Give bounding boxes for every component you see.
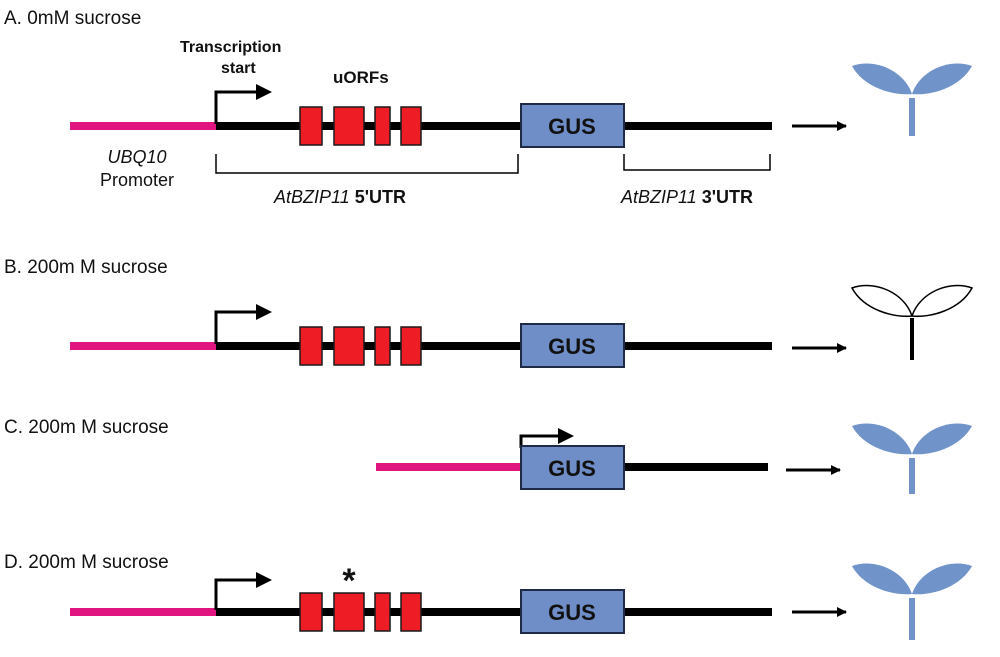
uorf-2-mutated: [333, 592, 365, 632]
transcription-start-arrowhead: [558, 428, 574, 444]
uorf-3: [374, 592, 391, 632]
panel-c-label: C. 200m M sucrose: [4, 417, 169, 438]
panel-d: D. 200m M sucrose * GUS: [4, 552, 972, 640]
uorf-3: [374, 106, 391, 146]
utr5-suffix: 5'UTR: [350, 187, 406, 207]
gus-box: [520, 103, 625, 148]
seedling-filled-icon: [852, 63, 972, 136]
transcription-start-label-line2: start: [221, 60, 256, 77]
transcription-start-label-line1: Transcription: [180, 39, 281, 56]
uorf-1: [299, 326, 323, 366]
panel-b-label: B. 200m M sucrose: [4, 257, 168, 278]
seedling-filled-icon: [852, 423, 972, 494]
panel-a-label: A. 0mM sucrose: [4, 8, 141, 29]
uorf-1: [299, 106, 323, 146]
panel-a: A. 0mM sucrose Transcription start uORFs…: [4, 8, 972, 207]
transcription-start-arrow: [214, 90, 258, 124]
seedling-filled-icon: [852, 563, 972, 640]
uorf-1: [299, 592, 323, 632]
gus-label: GUS: [548, 334, 596, 359]
utr5-bracket: [215, 154, 519, 174]
utr5-gene: AtBZIP11: [273, 187, 350, 207]
mutation-asterisk: *: [342, 562, 356, 600]
utr3-suffix: 3'UTR: [697, 187, 753, 207]
panel-b: B. 200m M sucrose GUS: [4, 257, 974, 368]
uorfs-label: uORFs: [333, 68, 389, 87]
uorf-4: [400, 592, 422, 632]
transcription-start-arrow: [214, 310, 258, 344]
gus-label: GUS: [548, 456, 596, 481]
gus-box: [520, 445, 625, 490]
utr5-label: AtBZIP11 5'UTR: [273, 187, 406, 207]
transcription-start-arrowhead: [256, 572, 272, 588]
utr3-bracket: [623, 154, 771, 171]
panel-c: C. 200m M sucrose GUS: [4, 417, 972, 494]
transcription-start-arrow: [214, 578, 258, 610]
transcription-start-arrowhead: [256, 304, 272, 320]
uorf-4: [400, 106, 422, 146]
uorf-2: [333, 326, 365, 366]
seedling-outline-icon: [850, 284, 974, 360]
gus-label: GUS: [548, 114, 596, 139]
gus-label: GUS: [548, 600, 596, 625]
transcription-start-arrowhead: [256, 84, 272, 100]
panel-d-label: D. 200m M sucrose: [4, 552, 169, 573]
promoter-word: Promoter: [100, 170, 174, 190]
utr3-label: AtBZIP11 3'UTR: [620, 187, 753, 207]
utr3-gene: AtBZIP11: [620, 187, 697, 207]
uorf-3: [374, 326, 391, 366]
promoter-gene-name: UBQ10: [107, 147, 166, 167]
transcription-start-arrow: [519, 434, 560, 448]
gus-box: [520, 589, 625, 634]
uorf-4: [400, 326, 422, 366]
gus-box: [520, 323, 625, 368]
uorf-2: [333, 106, 365, 146]
